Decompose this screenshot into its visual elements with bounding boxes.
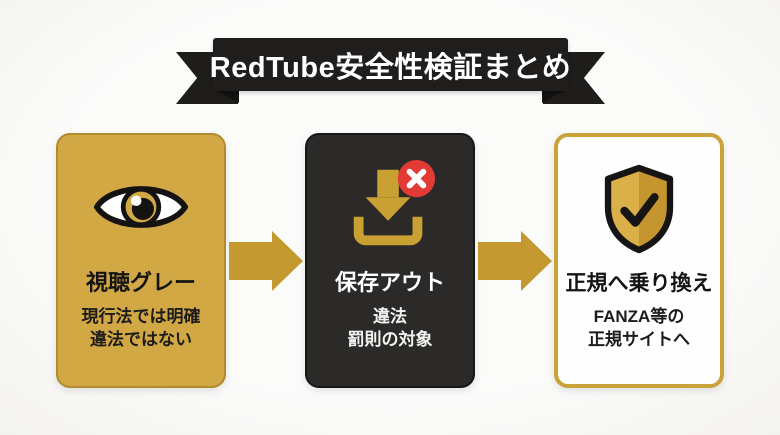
title-ribbon: RedTube安全性検証まとめ <box>0 0 780 120</box>
card-title: 正規へ乗り換え <box>565 272 713 295</box>
card-subtitle-line: 罰則の対象 <box>347 329 433 349</box>
card-viewing-grey: 視聴グレー 現行法では明確 違法ではない <box>56 133 226 388</box>
arrow-right-icon <box>226 133 305 388</box>
card-subtitle-line: 違法 <box>373 307 407 326</box>
card-saving-out: 保存アウト 違法 罰則の対象 <box>305 133 475 388</box>
ribbon-banner: RedTube安全性検証まとめ <box>209 38 572 91</box>
download-blocked-icon <box>341 157 439 257</box>
card-subtitle-line: 違法ではない <box>90 329 192 349</box>
card-subtitle: 現行法では明確 違法ではない <box>82 306 201 352</box>
eye-icon <box>93 157 189 257</box>
card-title: 保存アウト <box>334 270 445 295</box>
card-subtitle-line: 現行法では明確 <box>81 307 201 326</box>
card-title: 視聴グレー <box>85 270 196 295</box>
card-subtitle-line: FANZA等の <box>593 307 685 326</box>
card-switch-legit: 正規へ乗り換え FANZA等の 正規サイトへ <box>554 133 724 388</box>
flow-cards-row: 視聴グレー 現行法では明確 違法ではない <box>0 133 780 388</box>
shield-check-icon <box>598 159 680 259</box>
card-subtitle: 違法 罰則の対象 <box>348 306 433 352</box>
card-subtitle-line: 正規サイトへ <box>588 329 690 349</box>
card-subtitle: FANZA等の 正規サイトへ <box>588 306 690 352</box>
arrow-right-icon <box>475 133 554 388</box>
page-title: RedTube安全性検証まとめ <box>209 51 572 84</box>
